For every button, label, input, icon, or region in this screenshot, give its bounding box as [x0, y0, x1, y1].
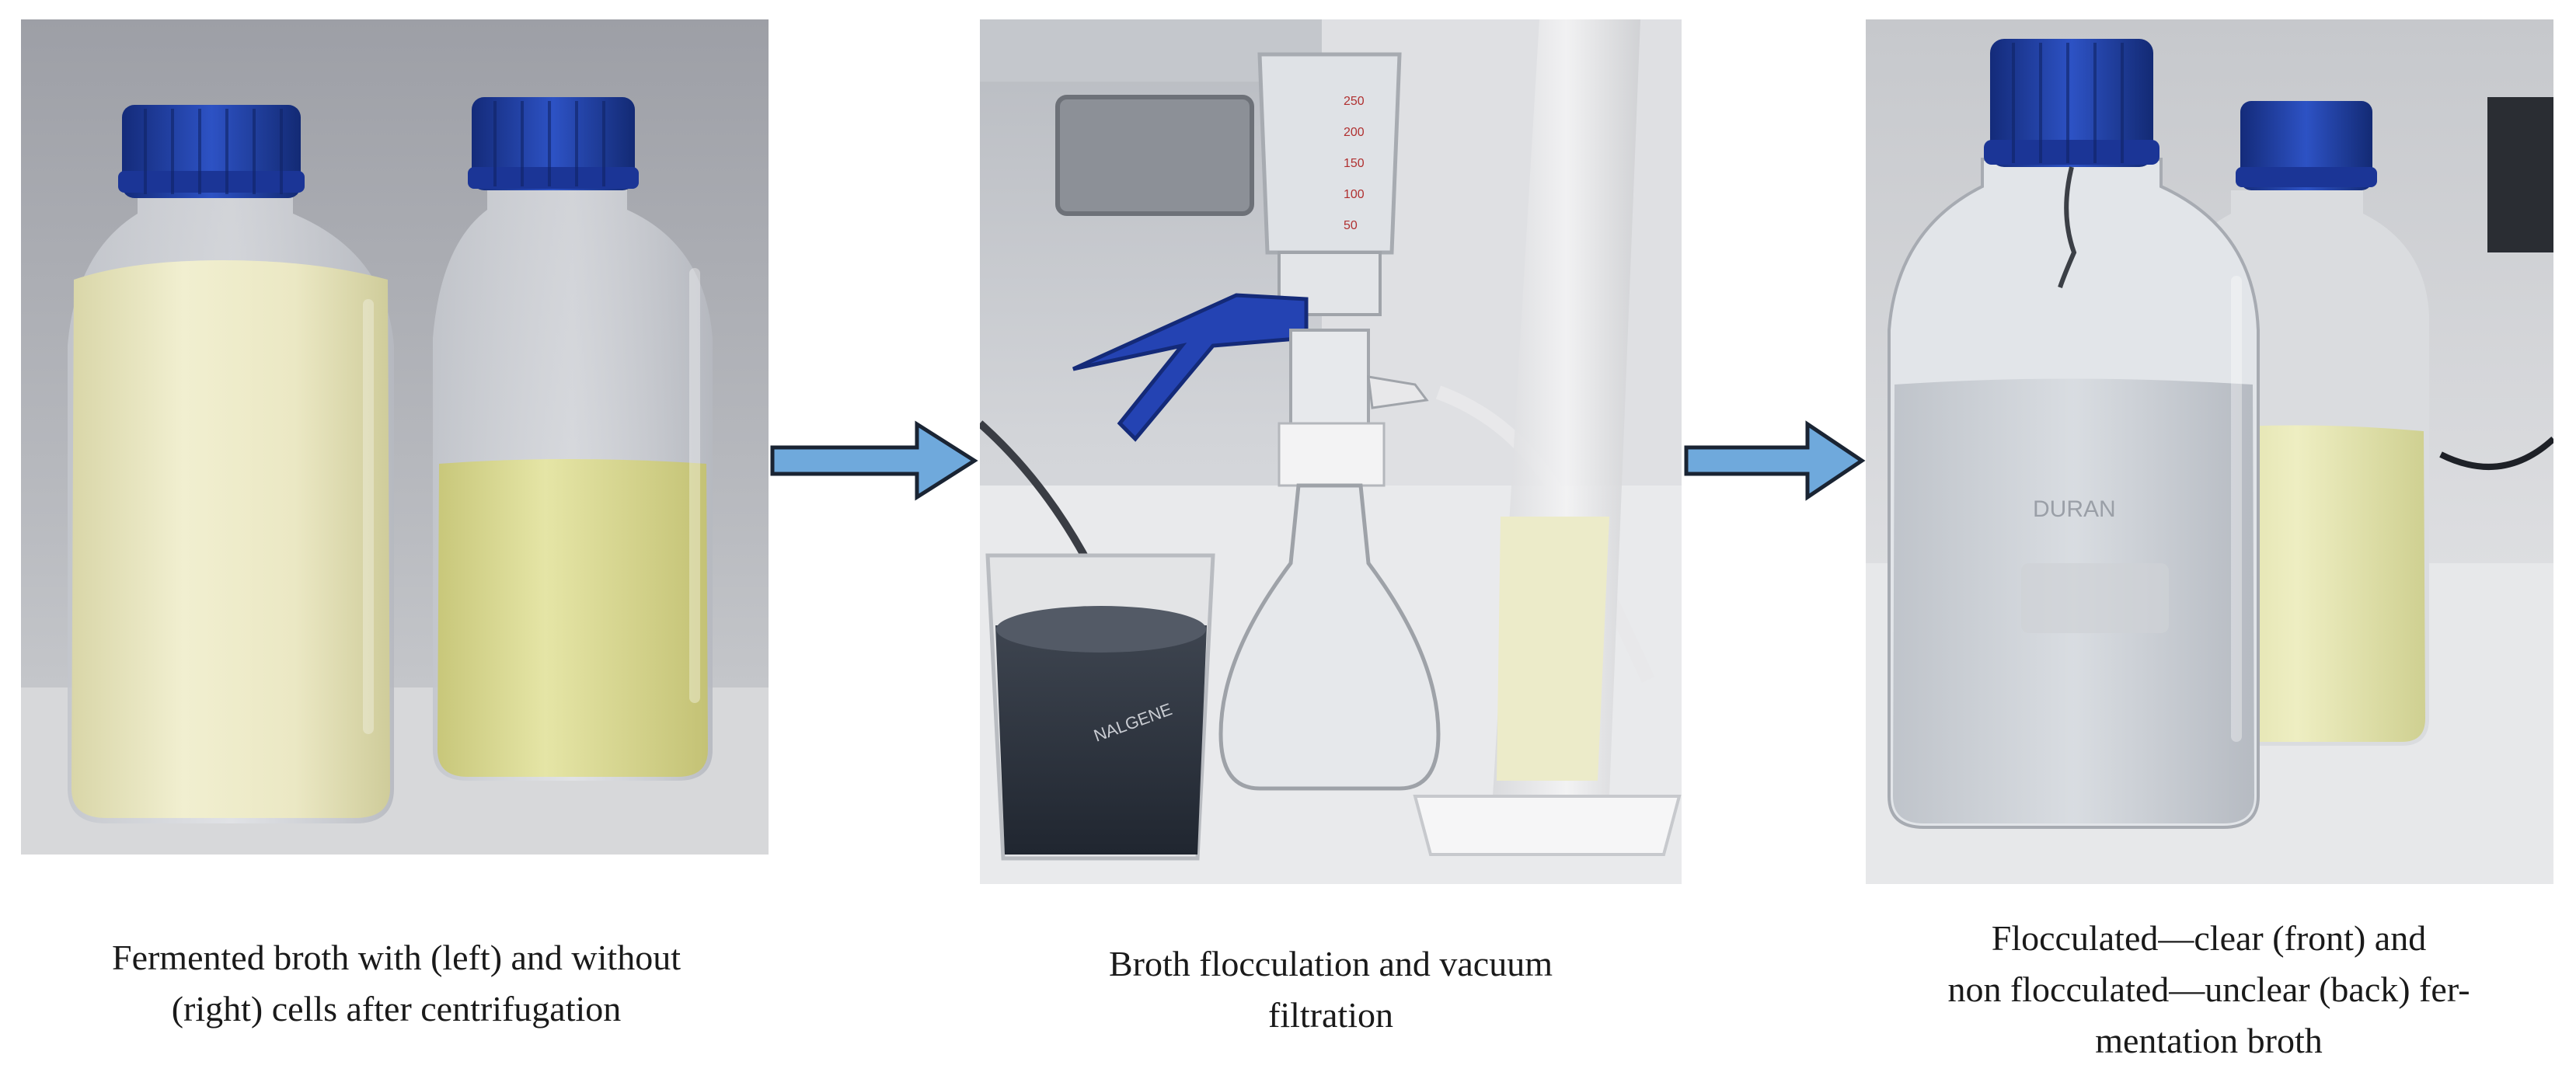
funnel-mark: 150 — [1344, 157, 1365, 170]
funnel-mark: 50 — [1344, 219, 1358, 232]
caption-line: mentation broth — [2095, 1021, 2323, 1060]
caption-line: filtration — [1268, 995, 1393, 1035]
caption-line: non flocculated—unclear (back) fer- — [1947, 969, 2470, 1009]
funnel-mark: 200 — [1344, 126, 1365, 139]
photo-flocculated-bottles: DURAN — [1866, 19, 2553, 884]
funnel-mark: 100 — [1344, 188, 1365, 201]
arrow-right-icon — [769, 418, 979, 503]
caption-line: Flocculated—clear (front) and — [1991, 918, 2427, 958]
photo-centrifuged-bottles — [21, 19, 769, 855]
funnel-mark: 250 — [1344, 95, 1365, 108]
photo-vacuum-filtration: 250 200 150 100 50 NALGENE — [980, 19, 1682, 884]
arrow-right-icon — [1683, 418, 1867, 503]
bottle-label: DURAN — [2033, 496, 2116, 522]
caption-centrifuged-bottles: Fermented broth with (left) and without … — [23, 932, 769, 1035]
caption-line: Fermented broth with (left) and without — [111, 938, 681, 977]
caption-line: (right) cells after centrifugation — [171, 989, 622, 1029]
caption-flocculated-bottles: Flocculated—clear (front) and non floccu… — [1834, 913, 2576, 1067]
caption-line: Broth flocculation and vacuum — [1108, 944, 1553, 983]
caption-vacuum-filtration: Broth flocculation and vacuum filtration — [980, 938, 1682, 1041]
